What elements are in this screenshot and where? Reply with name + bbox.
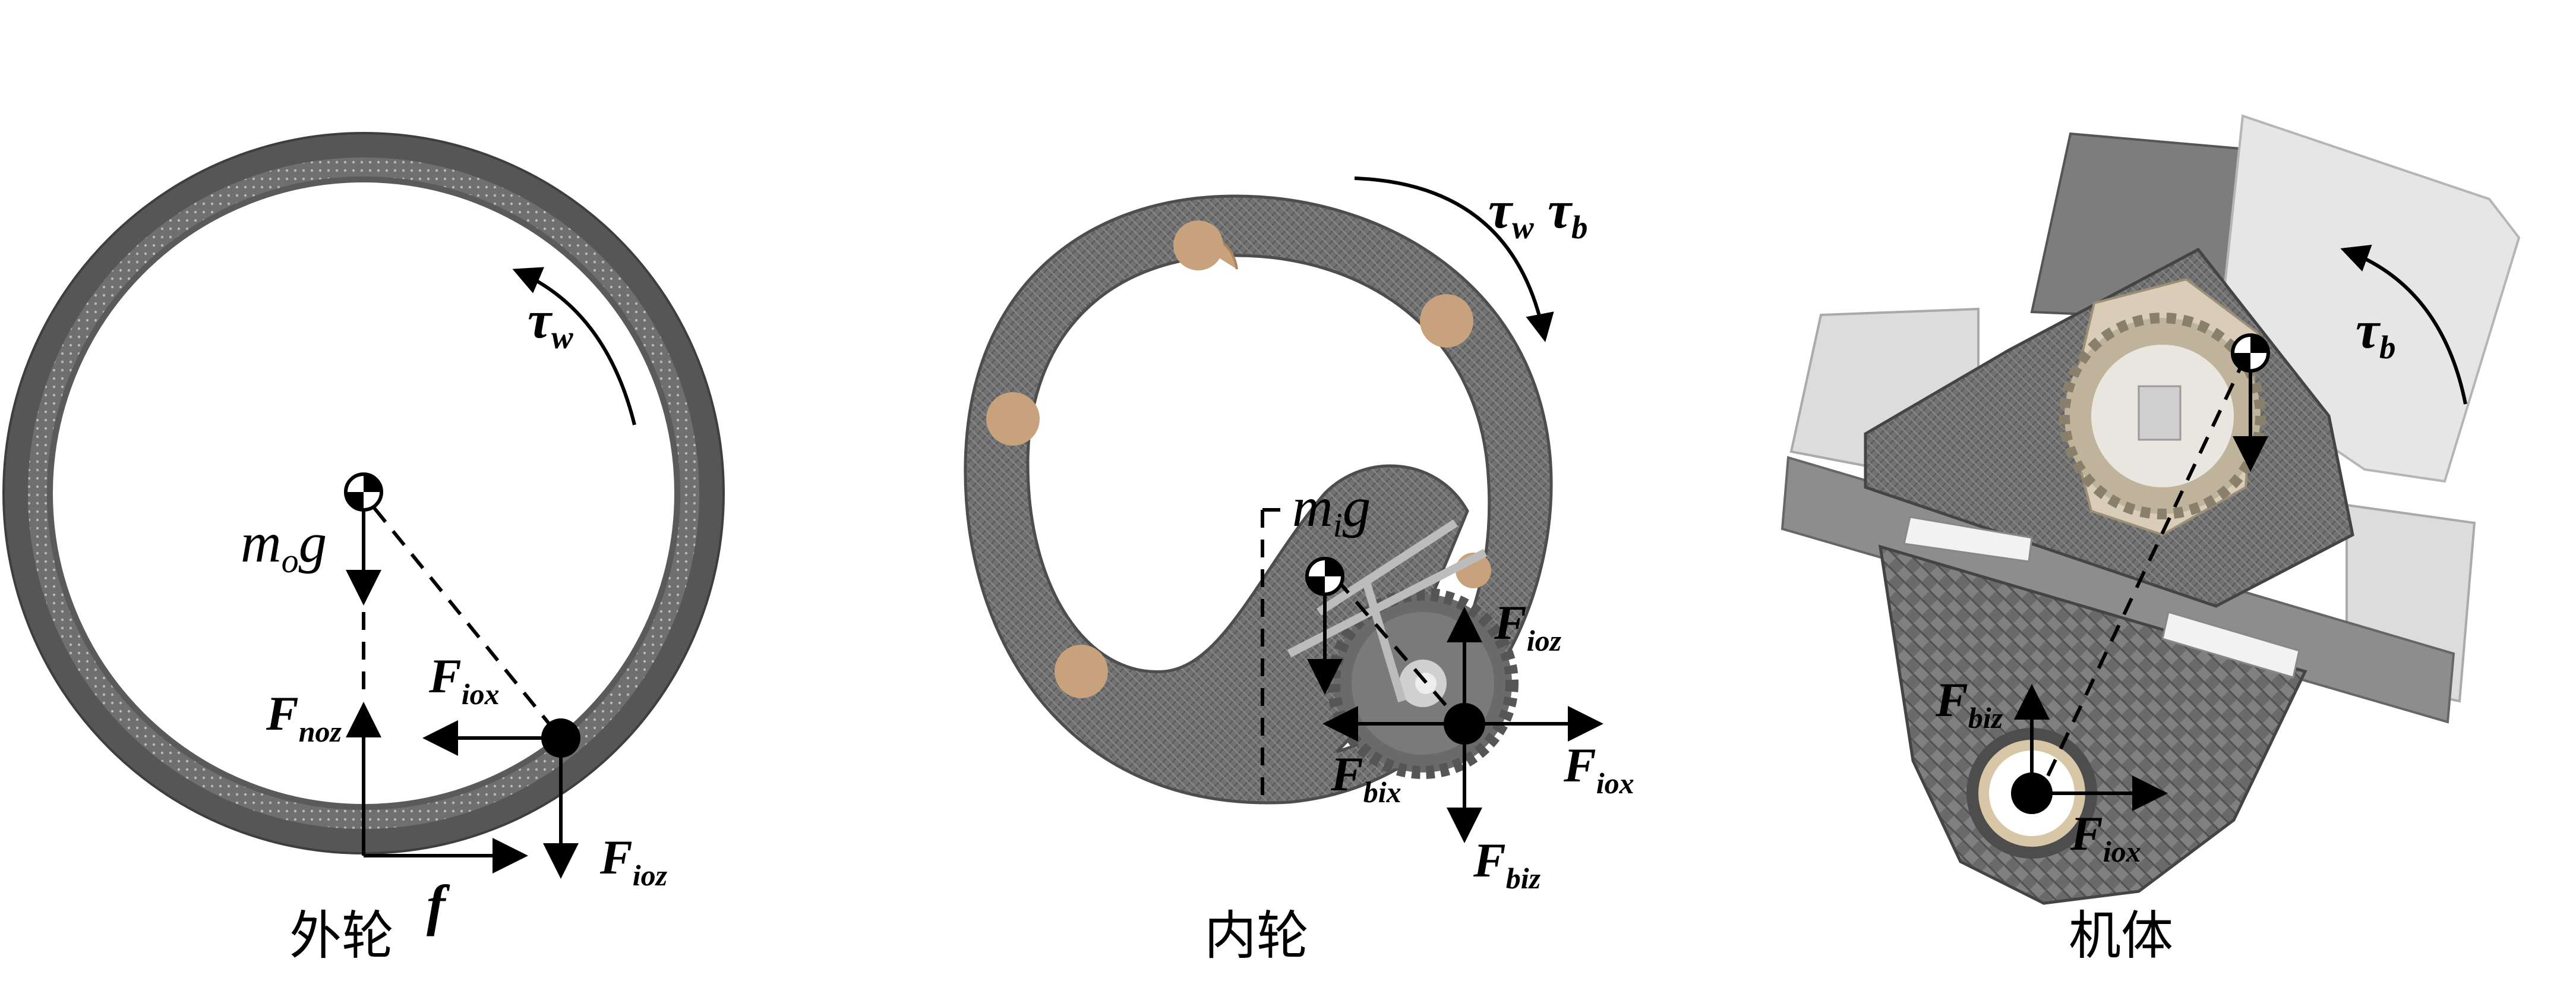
label-tail: g — [299, 511, 327, 574]
label-fbiz: Fbiz — [1473, 833, 1541, 895]
slot — [2161, 611, 2300, 679]
roller — [1173, 220, 1223, 270]
roller — [986, 392, 1040, 446]
label-fiox: Fiox — [2070, 806, 2141, 868]
body-graphic — [1781, 114, 2521, 905]
label-tau-w: τw — [528, 291, 573, 355]
label-sub: noz — [299, 715, 342, 748]
label-sub: ioz — [633, 859, 668, 892]
panel-inner-wheel: τw τb mig Fioz Fbix Fiox Fbiz 内轮 — [964, 176, 1634, 966]
label-tau-w: τw — [1488, 181, 1534, 245]
center-of-mass-icon — [344, 472, 383, 512]
label-base: F — [2070, 806, 2103, 860]
label-mog: mog — [241, 511, 327, 580]
label-tau-b: τb — [2356, 301, 2395, 365]
label-sub: b — [1571, 209, 1588, 245]
label-fbix: Fbix — [1330, 747, 1401, 809]
caption-outer-wheel: 外轮 — [289, 905, 394, 966]
arrow-tau-b — [2340, 244, 2467, 405]
center-of-mass-icon — [2231, 333, 2270, 373]
label-base: F — [1330, 747, 1363, 801]
label-base: τ — [1488, 181, 1514, 239]
label-base: F — [1494, 595, 1527, 649]
dashed-line — [2045, 355, 2247, 780]
label-sub: ioz — [1527, 624, 1562, 657]
label-tau-b: τb — [1548, 181, 1587, 245]
slot — [1903, 516, 2033, 563]
label-sub: iox — [1596, 767, 1634, 800]
label-sub: iox — [2103, 835, 2141, 868]
label-base: m — [241, 511, 282, 574]
sprocket-assembly — [2059, 278, 2266, 537]
caption-body: 机体 — [2069, 905, 2173, 966]
label-base: F — [266, 686, 299, 740]
label-base: τ — [2356, 301, 2381, 360]
label-base: F — [428, 649, 462, 703]
center-of-mass-icon — [1305, 557, 1344, 596]
label-base: F — [599, 830, 633, 884]
label-base: τ — [528, 291, 553, 349]
label-mig: mig — [1292, 475, 1371, 544]
panel-outer-wheel: τw mog Fiox Fnoz Fioz f 外轮 — [2, 132, 725, 966]
label-fiox: Fiox — [1563, 738, 1634, 800]
label-fiox: Fiox — [428, 649, 500, 711]
arrow-tau-w — [512, 267, 636, 425]
roller — [1420, 294, 1473, 348]
label-base: m — [1292, 475, 1333, 538]
label-base: τ — [1548, 181, 1573, 239]
dashed-line — [372, 507, 554, 729]
arrow-tau — [1354, 176, 1554, 342]
label-sub: iox — [462, 677, 500, 711]
panel-body: τb Fbiz Fiox 机体 — [1781, 114, 2521, 966]
label-fbiz: Fbiz — [1935, 673, 2003, 734]
label-sub: w — [1512, 209, 1534, 245]
label-sub: bix — [1363, 775, 1401, 809]
label-base: F — [1563, 738, 1596, 792]
label-base: F — [1473, 833, 1506, 887]
label-tail: g — [1343, 475, 1371, 538]
spokes — [1287, 519, 1488, 703]
label-fioz: Fioz — [1494, 595, 1562, 657]
label-fioz: Fioz — [599, 830, 668, 892]
label-sub: o — [282, 541, 299, 580]
label-sub: b — [2379, 329, 2396, 365]
label-fnoz: Fnoz — [266, 686, 342, 748]
label-sub: w — [551, 319, 573, 355]
label-sub: i — [1333, 506, 1343, 544]
label-base: F — [1935, 673, 1968, 727]
label-sub: biz — [1968, 701, 2003, 734]
label-sub: biz — [1506, 862, 1541, 895]
caption-inner-wheel: 内轮 — [1204, 905, 1309, 966]
roller — [1055, 645, 1108, 698]
label-f: f — [427, 874, 450, 936]
